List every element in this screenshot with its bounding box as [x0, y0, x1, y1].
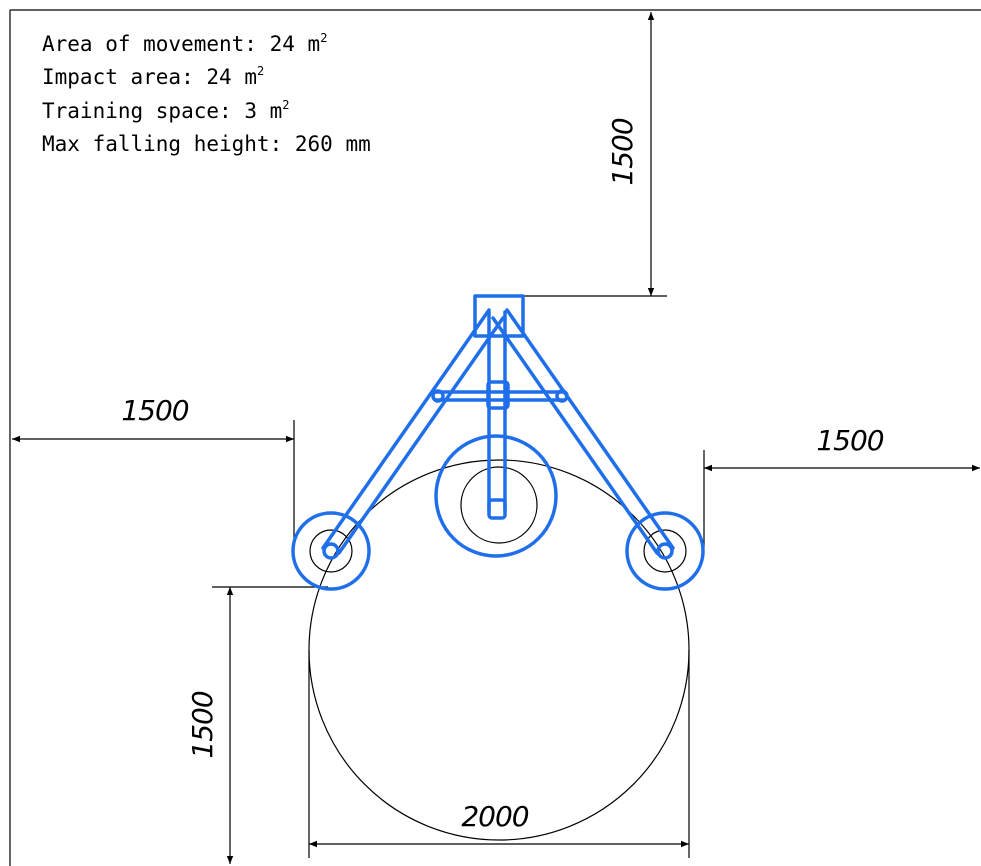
dimension-top-label: 1500	[606, 118, 639, 185]
frame	[9, 9, 981, 866]
info-line-training-space: Training space: 3 m2	[42, 98, 290, 123]
info-block: Area of movement: 24 m2 Impact area: 24 …	[42, 31, 371, 156]
dimension-bottom-width-label: 2000	[461, 800, 528, 833]
anchor-post-box	[473, 294, 525, 338]
dimension-top	[518, 12, 667, 297]
dimension-bottom-left-label: 1500	[186, 691, 219, 758]
info-line-area-of-movement: Area of movement: 24 m2	[42, 31, 327, 56]
right-seat-hub	[656, 542, 674, 560]
left-arm-inner	[337, 316, 505, 555]
info-line-max-falling-height: Max falling height: 260 mm	[42, 132, 371, 156]
right-arm-inner	[491, 316, 659, 555]
right-seat-outer-circle	[625, 511, 705, 591]
dimension-right-label: 1500	[816, 424, 883, 457]
left-seat-hub	[322, 542, 340, 560]
right-seat-inner-circle	[643, 529, 687, 573]
left-seat-inner-circle	[309, 529, 353, 573]
cross-bar-left-joint	[431, 389, 445, 403]
dimension-left-label: 1500	[121, 394, 188, 427]
dimension-left	[12, 420, 295, 548]
dimension-bottom-width	[308, 650, 690, 858]
center-hub	[486, 380, 510, 410]
info-line-impact-area: Impact area: 24 m2	[42, 64, 264, 89]
center-seat-outer-circle	[434, 434, 558, 558]
center-seat-inner-circle	[460, 466, 538, 544]
dimension-right	[703, 450, 980, 548]
center-seat-mount	[487, 498, 507, 520]
left-arm-outer	[321, 308, 491, 550]
dimension-bottom-left	[212, 586, 328, 864]
equipment-plan	[291, 294, 705, 591]
cross-bar-right-joint	[555, 389, 569, 403]
left-seat-outer-circle	[291, 511, 371, 591]
right-arm-outer	[505, 308, 675, 550]
